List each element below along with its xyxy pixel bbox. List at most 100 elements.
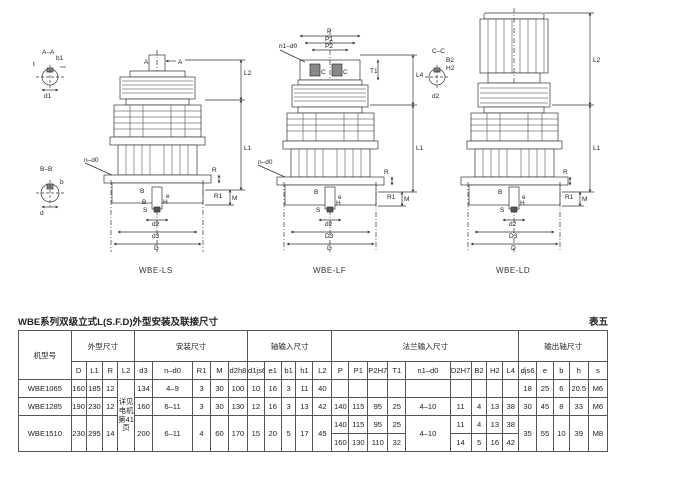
col-header: d3 (134, 361, 153, 380)
wbe-ls-drawing (84, 50, 245, 252)
section-bb-detail (36, 180, 64, 209)
cell: 190 (70, 397, 87, 416)
cell: 134 (134, 379, 153, 398)
section-cc-detail (425, 65, 450, 90)
label-ld-h: H (520, 200, 525, 207)
cell: M8 (587, 415, 609, 452)
cell-model: WBE1285 (18, 397, 72, 416)
label-ls-d3: d3 (152, 233, 160, 240)
col-header: L1 (85, 361, 104, 380)
col-header: d1js6 (246, 361, 265, 380)
label-lf-b: B (314, 189, 318, 196)
cell: 295 (85, 415, 104, 452)
cell: 110 (367, 433, 389, 452)
caption-wbe-ls: WBE-LS (139, 266, 173, 275)
label-lf-nd0: n–d0 (258, 159, 273, 166)
cell: 32 (387, 433, 407, 452)
label-ld-e: e (522, 194, 526, 201)
table-row: WBE1285 190 230 12 160 6–11 3 30 130 12 … (18, 397, 609, 416)
label-lf-c: C (321, 69, 326, 76)
technical-drawing: A–A t b1 d1 B–B b d C–C B2 H2 d2 A A L2 … (33, 8, 601, 252)
cell: 42 (312, 397, 333, 416)
cell: 95 (367, 415, 389, 434)
cell: 25 (536, 379, 554, 398)
label-b2: B2 (446, 57, 454, 64)
cell (331, 379, 350, 398)
cell: 3 (192, 379, 211, 398)
col-header: h1 (295, 361, 314, 380)
col-header: P (331, 361, 350, 380)
table-number: 表五 (588, 317, 608, 328)
cell: 4–9 (151, 379, 194, 398)
cell: 35 (518, 415, 538, 452)
label-lf-p: P (327, 28, 331, 35)
label-ls-l2: L2 (244, 70, 252, 77)
cell: 18 (518, 379, 538, 398)
cell (387, 379, 407, 398)
cell: 160 (134, 397, 153, 416)
label-lf-m: M (404, 196, 409, 203)
label-ls-r1: R1 (214, 193, 223, 200)
cell: 130 (348, 433, 369, 452)
col-header: B2 (470, 361, 488, 380)
cell: 5 (280, 415, 297, 452)
label-lf-l4: L4 (416, 72, 424, 79)
cell: 30 (210, 397, 229, 416)
cell: 4 (470, 415, 488, 434)
label-ls-m: M (232, 195, 237, 202)
cell: 140 (331, 415, 350, 434)
table-header-groups: 机型号 外型尺寸 安装尺寸 轴输入尺寸 法兰输入尺寸 输出轴尺寸 (18, 330, 608, 380)
label-lf-r1: R1 (387, 194, 396, 201)
col-header: e (536, 361, 554, 380)
cell (486, 379, 504, 398)
cell: 15 (246, 415, 265, 452)
label-ls-r: R (212, 167, 217, 174)
cell: 11 (295, 379, 314, 398)
cell: 30 (518, 397, 538, 416)
cell: 42 (502, 433, 520, 452)
cell: 230 (85, 397, 104, 416)
label-ls-s: S (143, 207, 148, 214)
cell: 55 (536, 415, 554, 452)
cell: 3 (192, 397, 211, 416)
label-section-aa: A–A (42, 49, 55, 56)
label-section-bb: B–B (40, 166, 52, 173)
table-header-columns: D L1 R L2 d3 n–d0 R1 M d2h8 d1js6 e1 b1 … (19, 361, 609, 380)
cell: 12 (246, 397, 265, 416)
section-aa-detail (36, 65, 66, 92)
cell: 16 (263, 379, 282, 398)
caption-wbe-lf: WBE-LF (313, 266, 347, 275)
cell: 45 (536, 397, 554, 416)
cell: 6–11 (151, 415, 194, 452)
header-flange-input: 法兰输入尺寸 (331, 330, 520, 362)
label-lf-p2: P2 (325, 43, 333, 50)
label-h2: H2 (446, 65, 455, 72)
label-ls-b2: B (142, 199, 146, 206)
col-header: L4 (502, 361, 520, 380)
wbe-lf-drawing (257, 30, 417, 252)
header-outline: 外型尺寸 (70, 330, 136, 362)
label-ld-s: S (500, 207, 505, 214)
cell: 185 (85, 379, 104, 398)
label-d2-cc: d2 (432, 93, 440, 100)
cell: 130 (227, 397, 248, 416)
cell: M6 (587, 397, 609, 416)
col-header: H2 (486, 361, 504, 380)
cell: 160 (331, 433, 350, 452)
col-header: d2h8 (227, 361, 248, 380)
table-title: WBE系列双级立式L(S.F.D)外型安装及联接尺寸 (18, 317, 219, 328)
cell: 115 (348, 415, 369, 434)
cell: 13 (486, 397, 504, 416)
label-ld-b: B (498, 189, 502, 196)
label-lf-p1: P1 (325, 36, 333, 43)
label-lf-e: e (338, 194, 342, 201)
label-ld-r1: R1 (565, 194, 574, 201)
cell: 4–10 (405, 415, 451, 452)
cell: 10 (552, 415, 570, 452)
header-install: 安装尺寸 (134, 330, 248, 362)
cell: 4 (470, 397, 488, 416)
label-t: t (33, 61, 35, 68)
cell (470, 379, 488, 398)
cell-model: WBE1510 (18, 415, 72, 452)
cell (348, 379, 369, 398)
